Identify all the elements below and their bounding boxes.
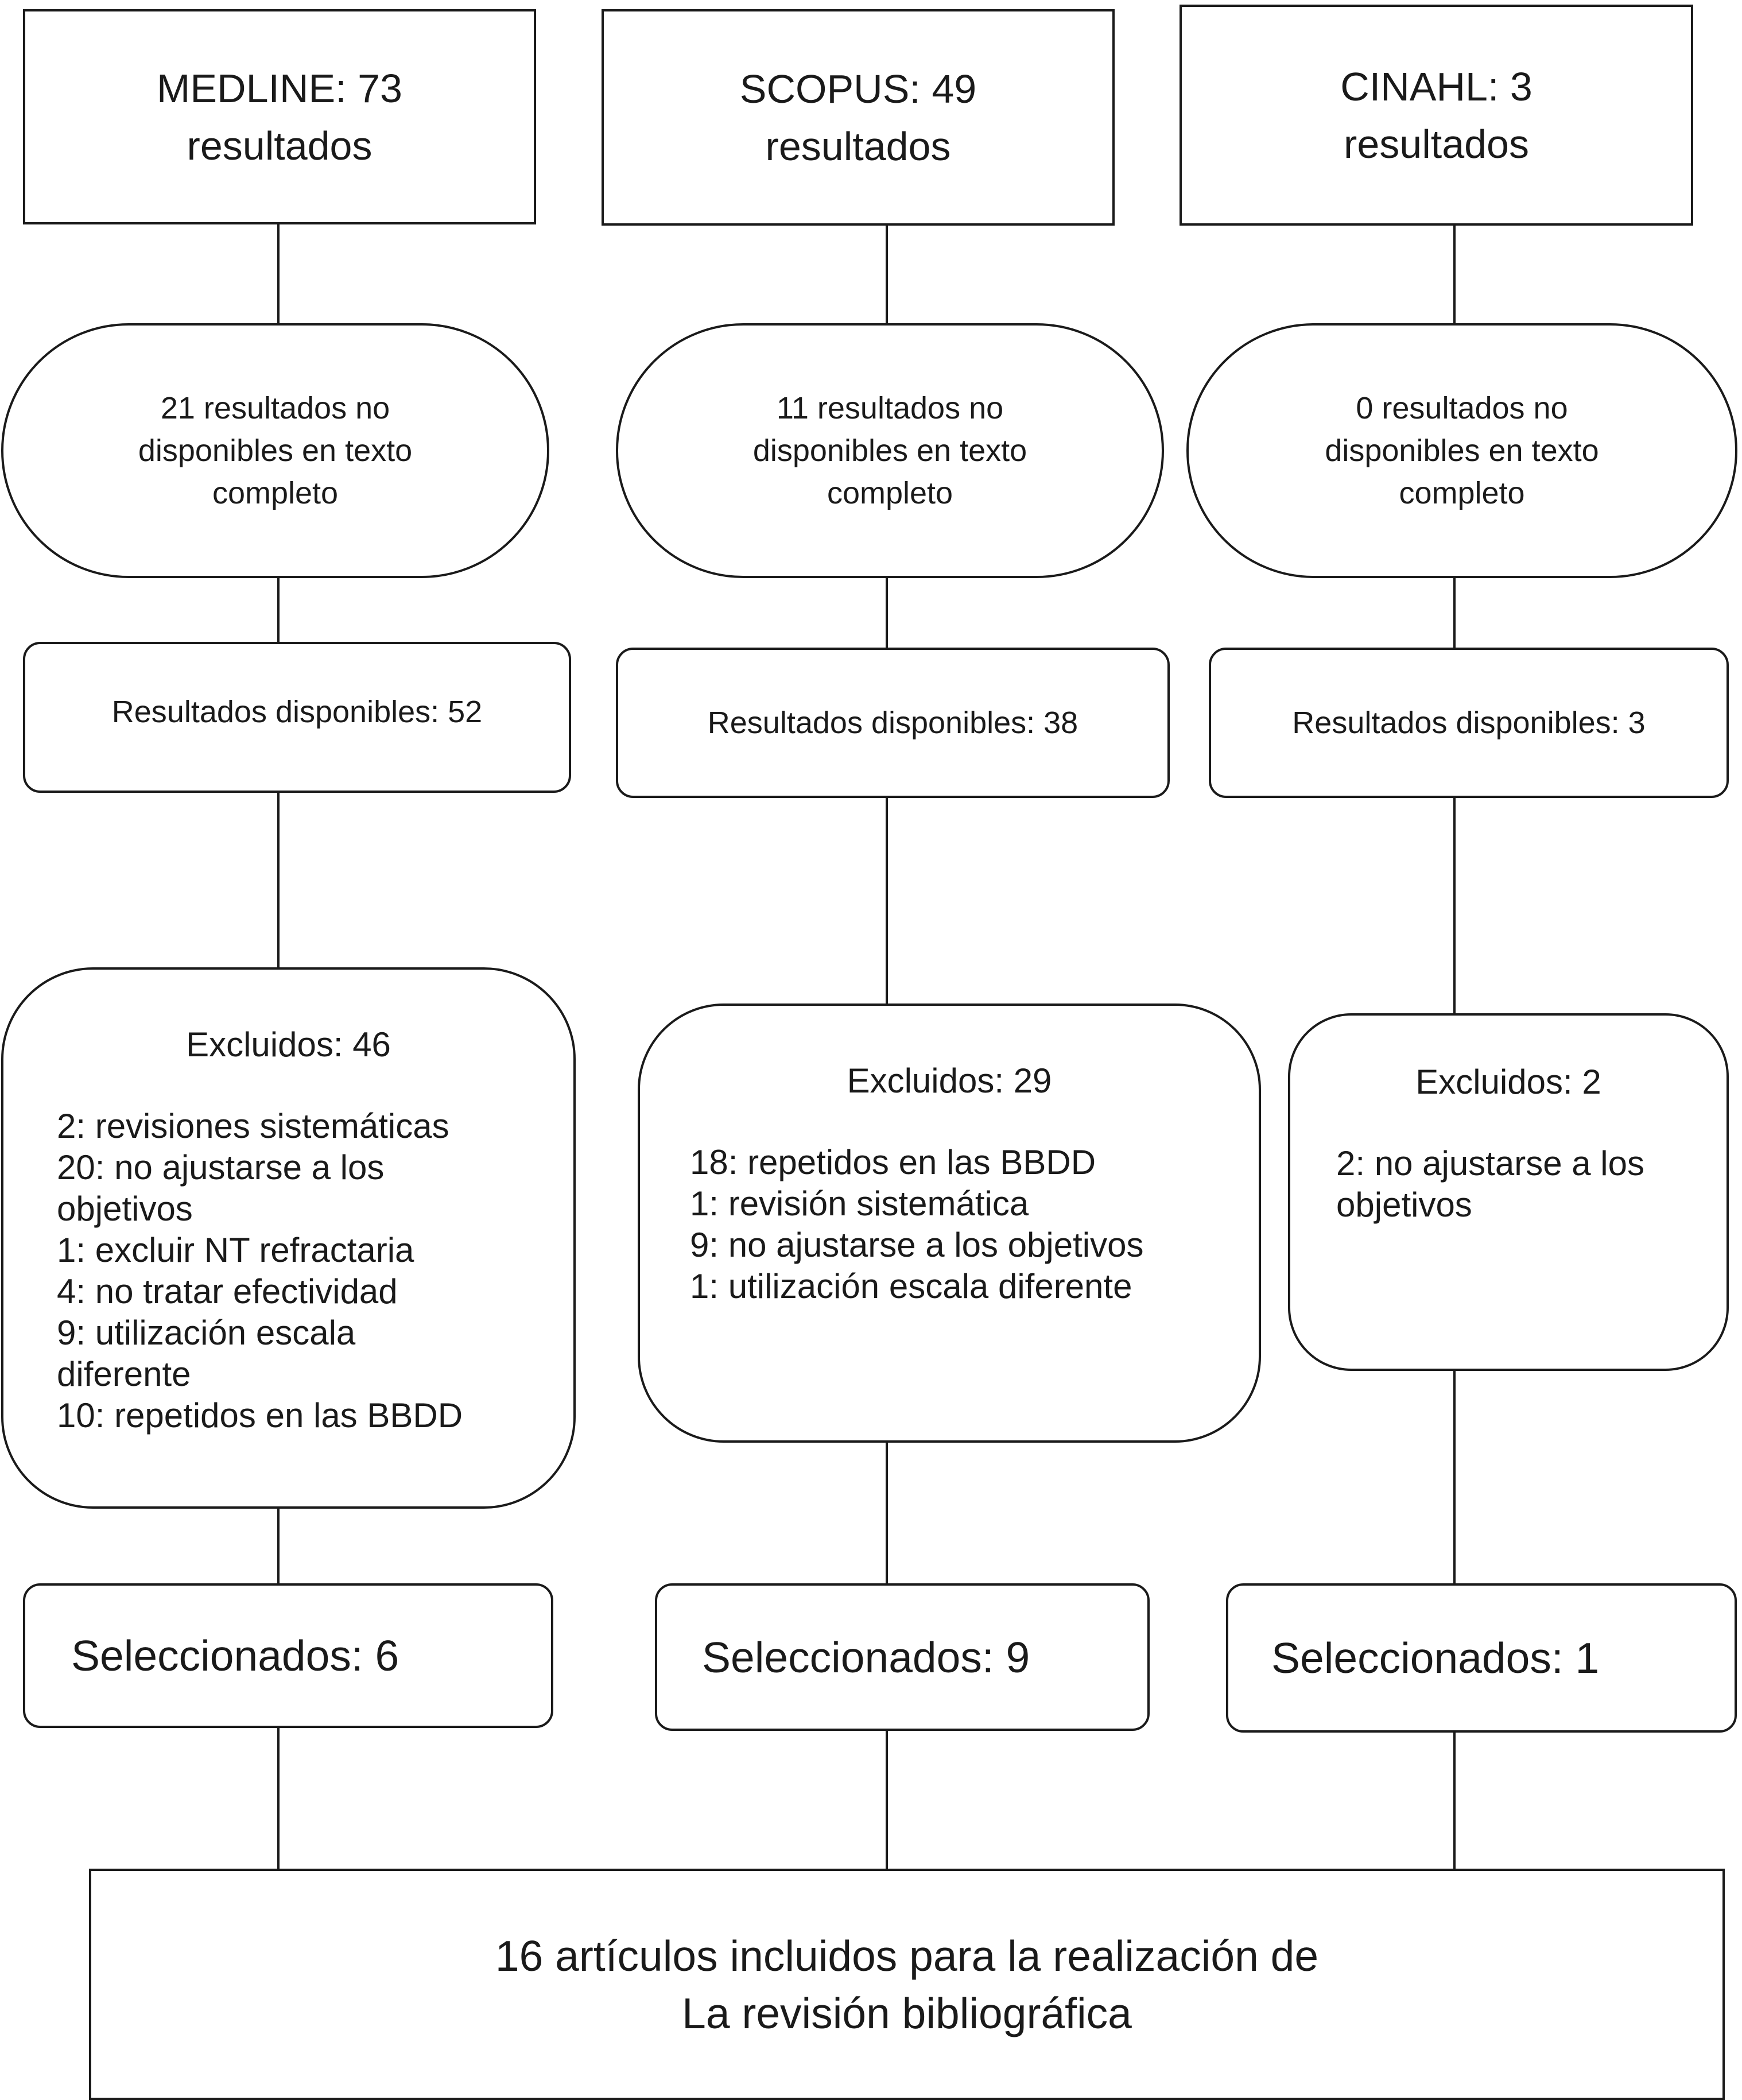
excluded-reason: 10: repetidos en las BBDD xyxy=(57,1396,463,1435)
unavailable-line: disponibles en texto xyxy=(138,433,413,468)
excluded-box-medline: Excluidos: 46 2: revisiones sistemáticas… xyxy=(1,967,576,1509)
final-result-box: 16 artículos incluidos para la realizaci… xyxy=(89,1869,1725,2100)
excluded-heading: Excluidos: 2 xyxy=(1415,1063,1601,1101)
excluded-reason: 18: repetidos en las BBDD xyxy=(690,1143,1096,1181)
unavailable-line: completo xyxy=(212,476,339,510)
unavailable-line: disponibles en texto xyxy=(1325,433,1599,468)
selected-box-cinahl: Seleccionados: 1 xyxy=(1226,1583,1737,1733)
available-label: Resultados disponibles: 52 xyxy=(111,694,483,729)
excluded-reasons: 2: revisiones sistemáticas 20: no ajusta… xyxy=(57,1106,573,1436)
unavailable-line: disponibles en texto xyxy=(752,433,1027,468)
source-title: MEDLINE: 73 xyxy=(157,65,402,111)
excluded-reason: objetivos xyxy=(1336,1185,1472,1224)
unavailable-box-medline: 21 resultados no disponibles en texto co… xyxy=(1,323,549,578)
available-label: Resultados disponibles: 3 xyxy=(1292,706,1646,740)
source-box-medline: MEDLINE: 73 resultados xyxy=(23,9,536,224)
excluded-reason: 9: utilización escala xyxy=(57,1314,356,1352)
excluded-reasons: 2: no ajustarse a los objetivos xyxy=(1336,1143,1727,1226)
source-subtitle: resultados xyxy=(1344,121,1529,166)
selected-box-scopus: Seleccionados: 9 xyxy=(655,1583,1150,1731)
available-label: Resultados disponibles: 38 xyxy=(707,706,1078,740)
excluded-reasons: 18: repetidos en las BBDD 1: revisión si… xyxy=(690,1142,1259,1307)
excluded-reason: 9: no ajustarse a los objetivos xyxy=(690,1226,1144,1264)
excluded-reason: 2: no ajustarse a los xyxy=(1336,1144,1644,1183)
unavailable-box-cinahl: 0 resultados no disponibles en texto com… xyxy=(1186,323,1737,578)
source-box-cinahl: CINAHL: 3 resultados xyxy=(1180,5,1693,226)
excluded-box-scopus: Excluidos: 29 18: repetidos en las BBDD … xyxy=(638,1003,1261,1443)
unavailable-line: 11 resultados no xyxy=(776,391,1004,425)
excluded-reason: objetivos xyxy=(57,1190,193,1228)
source-title: CINAHL: 3 xyxy=(1340,64,1533,109)
excluded-reason: 1: utilización escala diferente xyxy=(690,1267,1132,1305)
selected-label: Seleccionados: 1 xyxy=(1271,1634,1600,1682)
source-subtitle: resultados xyxy=(187,123,373,168)
unavailable-line: completo xyxy=(827,476,953,510)
unavailable-line: 21 resultados no xyxy=(160,391,390,425)
final-line: La revisión bibliográfica xyxy=(682,1989,1132,2037)
excluded-reason: 2: revisiones sistemáticas xyxy=(57,1107,449,1145)
unavailable-line: 0 resultados no xyxy=(1356,391,1568,425)
selected-box-medline: Seleccionados: 6 xyxy=(23,1583,553,1728)
excluded-reason: diferente xyxy=(57,1355,191,1393)
excluded-heading: Excluidos: 29 xyxy=(847,1061,1052,1100)
unavailable-line: completo xyxy=(1399,476,1525,510)
final-line: 16 artículos incluidos para la realizaci… xyxy=(495,1931,1319,1980)
source-subtitle: resultados xyxy=(765,123,951,169)
selected-label: Seleccionados: 9 xyxy=(702,1633,1030,1681)
unavailable-box-scopus: 11 resultados no disponibles en texto co… xyxy=(616,323,1164,578)
source-title: SCOPUS: 49 xyxy=(739,66,977,111)
excluded-reason: 20: no ajustarse a los xyxy=(57,1148,385,1187)
available-box-scopus: Resultados disponibles: 38 xyxy=(616,648,1170,798)
source-box-scopus: SCOPUS: 49 resultados xyxy=(602,9,1115,226)
selected-label: Seleccionados: 6 xyxy=(71,1632,399,1680)
excluded-reason: 1: excluir NT refractaria xyxy=(57,1231,414,1269)
excluded-reason: 4: no tratar efectividad xyxy=(57,1272,398,1311)
excluded-reason: 1: revisión sistemática xyxy=(690,1184,1029,1223)
available-box-medline: Resultados disponibles: 52 xyxy=(23,642,571,793)
excluded-heading: Excluidos: 46 xyxy=(186,1025,391,1064)
excluded-box-cinahl: Excluidos: 2 2: no ajustarse a los objet… xyxy=(1288,1013,1729,1371)
available-box-cinahl: Resultados disponibles: 3 xyxy=(1209,648,1729,798)
